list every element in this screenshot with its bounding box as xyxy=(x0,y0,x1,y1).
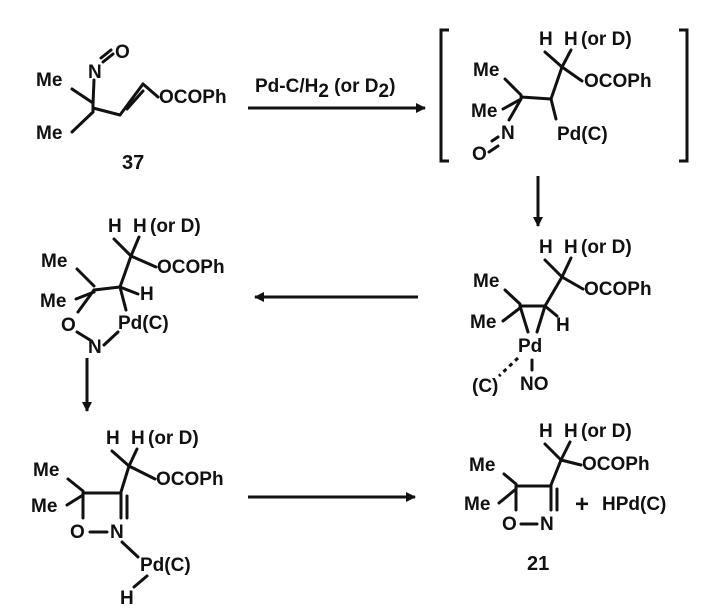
c-label: (C) xyxy=(472,376,498,397)
reagent-arrow: Pd-C/H2 (or D2) xyxy=(248,76,426,113)
me-label: Me xyxy=(473,271,499,292)
ocoph-label: OCOPh xyxy=(157,257,225,278)
intermediate-azetine-pd: H H (or D) OCOPh Me Me O N Pd(C) H xyxy=(31,428,224,608)
me-label: Me xyxy=(36,70,62,91)
pd-c-label: Pd(C) xyxy=(557,124,608,145)
oxygen-label: O xyxy=(472,144,487,165)
hydrogen-label: H xyxy=(539,237,553,258)
or-d-label: (or D) xyxy=(581,237,632,258)
plus-sign: + xyxy=(575,491,589,518)
nitrogen-label: N xyxy=(540,514,554,535)
or-d-label: (or D) xyxy=(150,216,201,237)
me-label: Me xyxy=(471,101,497,122)
ocoph-label: OCOPh xyxy=(159,87,227,108)
pd-label: Pd xyxy=(518,336,542,357)
intermediate-palladacycle: H H (or D) OCOPh H Me Me O N Pd(C) xyxy=(40,216,225,358)
or-d-label: (or D) xyxy=(581,421,632,442)
oxygen-label: O xyxy=(70,522,85,543)
compound-number-21: 21 xyxy=(527,553,549,575)
intermediate-alkyl-pd: H H (or D) OCOPh Me Me Pd(C) N O xyxy=(439,28,689,165)
no-label: NO xyxy=(520,374,549,395)
hpd-c-label: HPd(C) xyxy=(602,494,666,515)
me-label: Me xyxy=(31,496,57,517)
me-label: Me xyxy=(33,460,59,481)
ocoph-label: OCOPh xyxy=(156,469,224,490)
nitrogen-label: N xyxy=(501,123,515,144)
hydrogen-label: H xyxy=(539,421,553,442)
nitrogen-label: N xyxy=(88,337,102,358)
oxygen-label: O xyxy=(115,42,130,63)
hydrogen-label: H xyxy=(120,588,134,608)
ocoph-label: OCOPh xyxy=(584,71,652,92)
hydrogen-label: H xyxy=(556,315,570,336)
oxygen-label: O xyxy=(502,514,517,535)
me-label: Me xyxy=(40,291,66,312)
hydrogen-label: H xyxy=(564,421,578,442)
me-label: Me xyxy=(36,123,62,144)
dashed-bond xyxy=(497,356,520,378)
me-label: Me xyxy=(473,60,499,81)
me-label: Me xyxy=(469,455,495,476)
hydrogen-label: H xyxy=(133,216,147,237)
compound-number-37: 37 xyxy=(122,152,144,174)
structure-37: Me Me N O OCOPh 37 xyxy=(36,42,227,174)
oxygen-label: O xyxy=(61,315,76,336)
hydrogen-label: H xyxy=(131,428,145,449)
ocoph-label: OCOPh xyxy=(582,454,650,475)
or-d-label: (or D) xyxy=(148,428,199,449)
nitrogen-label: N xyxy=(88,62,102,83)
pd-c-label: Pd(C) xyxy=(118,313,169,334)
product-21: H H (or D) OCOPh Me Me O N 21 xyxy=(464,421,650,575)
hydrogen-label: H xyxy=(539,29,553,50)
hydrogen-label: H xyxy=(106,428,120,449)
pd-c-label: Pd(C) xyxy=(140,555,191,576)
me-label: Me xyxy=(41,251,67,272)
ocoph-label: OCOPh xyxy=(584,279,652,300)
hydrogen-label: H xyxy=(564,29,578,50)
nitrogen-label: N xyxy=(110,522,124,543)
reagent-label: Pd-C/H2 (or D2) xyxy=(255,76,395,102)
intermediate-palladacyclopropane: H H (or D) OCOPh H Me Me Pd (C) NO xyxy=(470,237,652,397)
or-d-label: (or D) xyxy=(581,29,632,50)
hydrogen-label: H xyxy=(140,284,154,305)
hydrogen-label: H xyxy=(108,216,122,237)
me-label: Me xyxy=(470,312,496,333)
hydrogen-label: H xyxy=(564,237,578,258)
me-label: Me xyxy=(464,494,490,515)
